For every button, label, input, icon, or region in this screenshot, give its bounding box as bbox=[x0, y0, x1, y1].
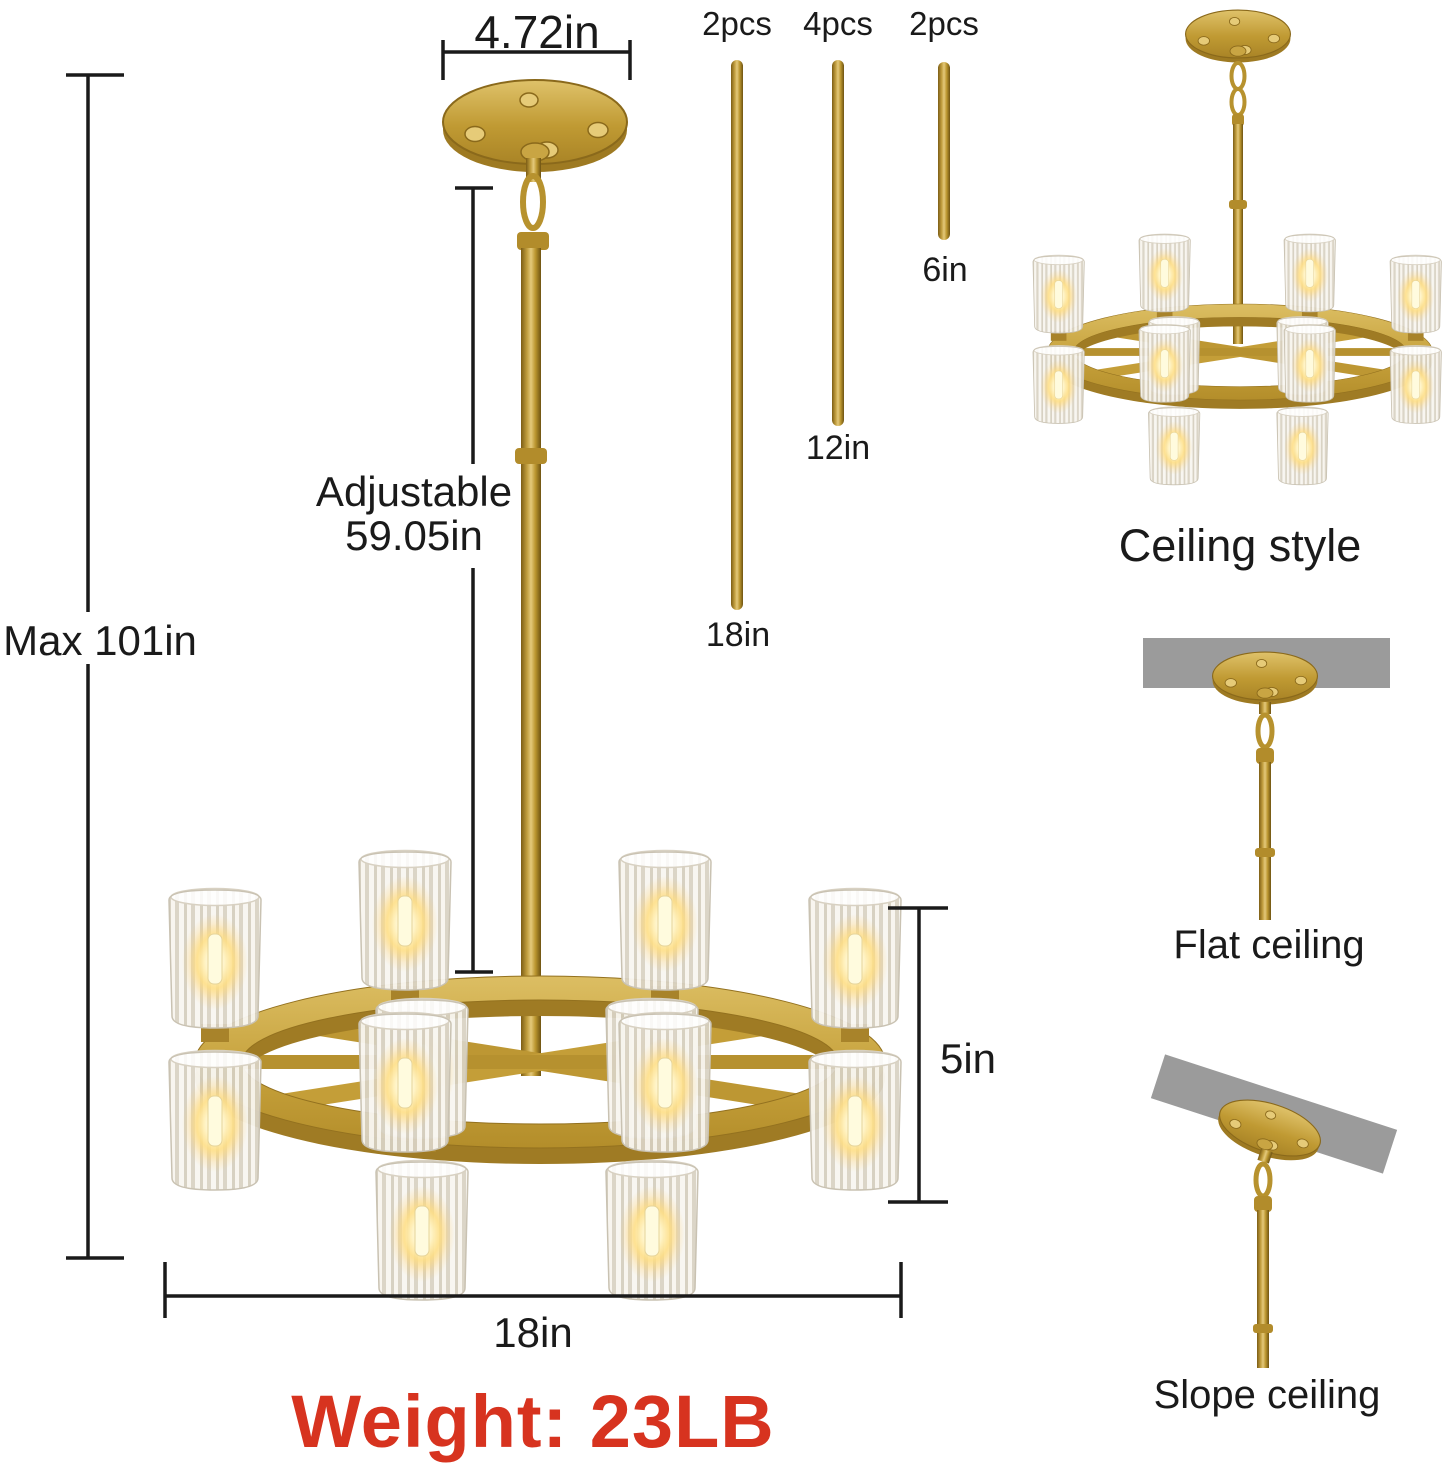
flat-ceiling-label: Flat ceiling bbox=[1173, 923, 1365, 967]
ceiling-style-chandelier bbox=[1033, 9, 1441, 485]
flat-ceiling-mount bbox=[1143, 638, 1390, 920]
slope-ceiling-mount bbox=[1150, 1054, 1398, 1368]
adjustable-height-label-line2: 59.05in bbox=[345, 512, 483, 559]
adjustable-height-label: Adjustable 59.05in bbox=[316, 470, 512, 558]
max-height-label: Max 101in bbox=[3, 617, 197, 664]
spare-rod-6in bbox=[938, 62, 950, 240]
main-down-rod bbox=[515, 248, 547, 1076]
slope-ceiling-label: Slope ceiling bbox=[1153, 1373, 1381, 1417]
spare-rod-12in bbox=[832, 60, 844, 426]
weight-label: Weight: 23LB bbox=[291, 1380, 775, 1463]
rod-length-label-6in: 6in bbox=[922, 251, 968, 289]
fixture-diameter-label: 18in bbox=[493, 1309, 573, 1356]
fixture-height-label: 5in bbox=[939, 1035, 997, 1082]
rod-qty-label-18in: 2pcs bbox=[702, 5, 772, 42]
canopy-width-label: 4.72in bbox=[474, 6, 600, 58]
rod-length-label-12in: 12in bbox=[805, 429, 871, 467]
dim-adjustable-line bbox=[455, 186, 493, 974]
dim-fixture-height-line bbox=[888, 906, 948, 1204]
dim-max-height-line bbox=[66, 73, 124, 1260]
main-chandelier bbox=[169, 79, 901, 1300]
adjustable-height-label-line1: Adjustable bbox=[315, 468, 513, 515]
rod-length-label-18in: 18in bbox=[705, 616, 771, 654]
rod-qty-label-6in: 2pcs bbox=[909, 5, 979, 42]
rod-qty-label-12in: 4pcs bbox=[803, 5, 873, 42]
spare-rod-18in bbox=[731, 60, 743, 610]
dim-fixture-diameter-line bbox=[163, 1262, 903, 1318]
main-hanging-joint bbox=[517, 158, 549, 250]
flat-ceiling-canopy bbox=[1211, 651, 1319, 706]
ceiling-style-label: Ceiling style bbox=[1118, 520, 1362, 571]
dim-canopy-width-line bbox=[441, 40, 632, 80]
ceiling-style-canopy bbox=[1184, 9, 1292, 64]
